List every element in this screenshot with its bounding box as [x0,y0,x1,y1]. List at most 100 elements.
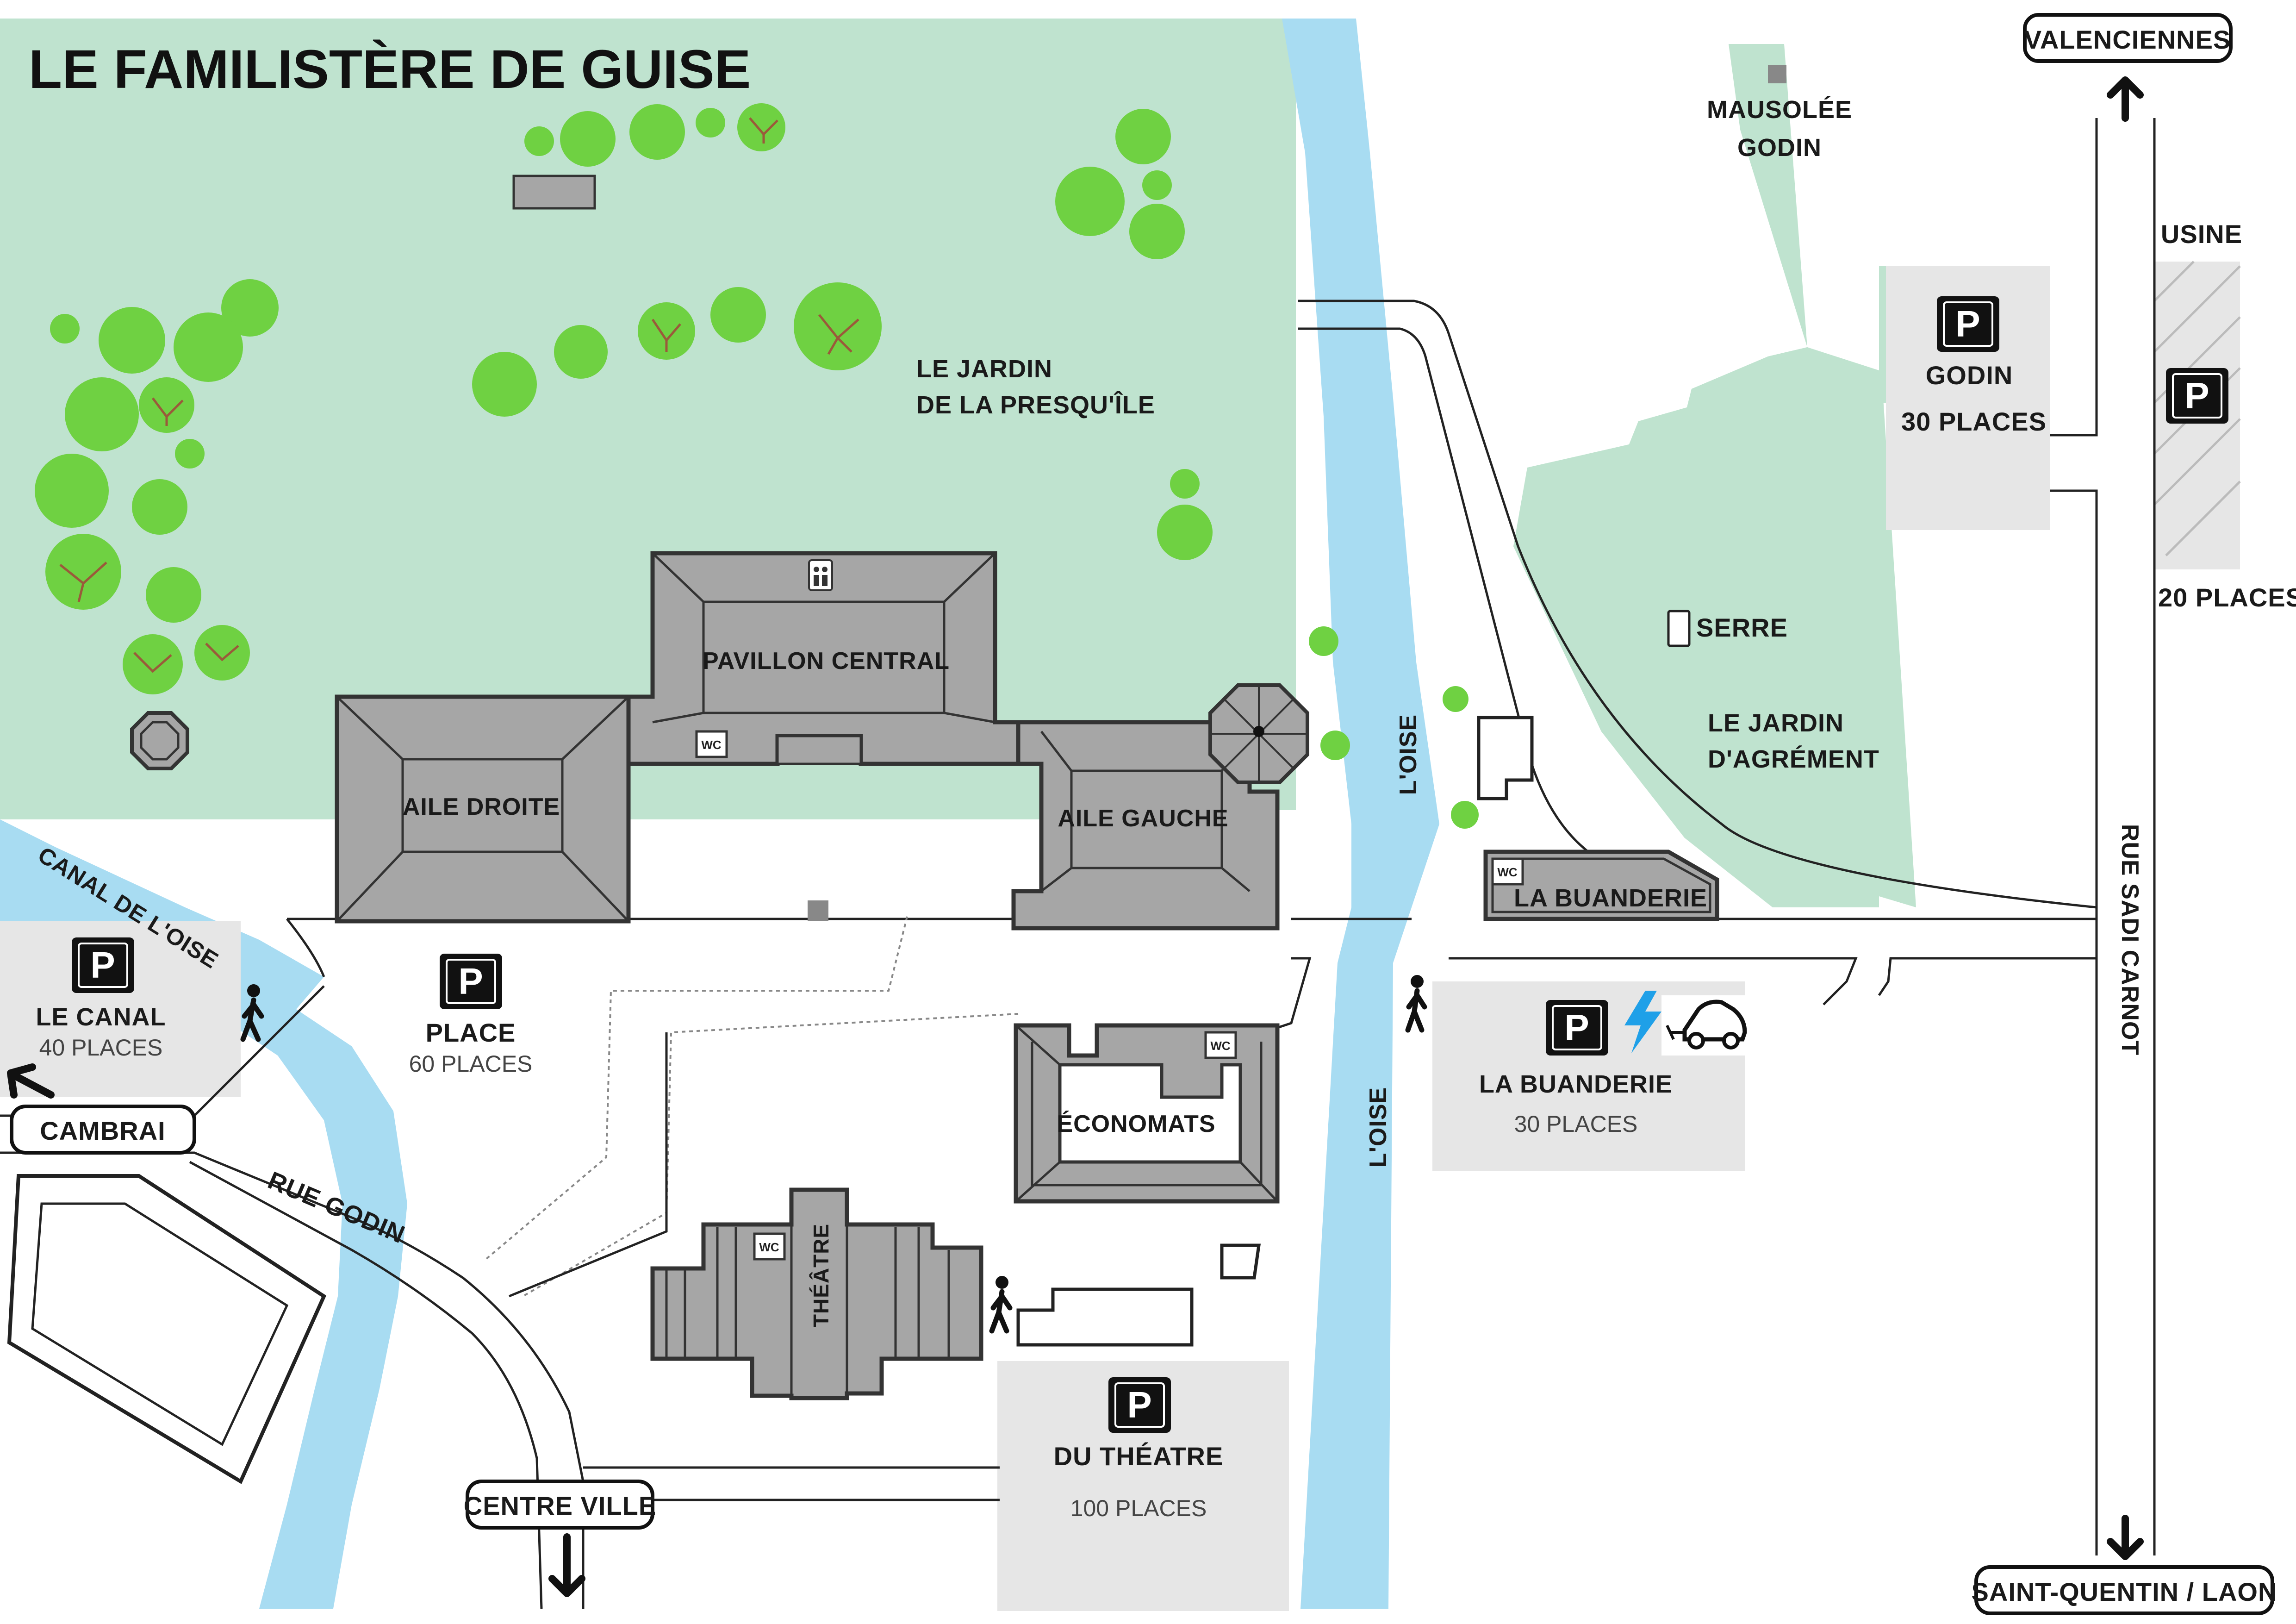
tree [132,479,187,535]
tree [1309,626,1338,656]
building-economats [1014,1023,1280,1204]
label-oise-bottom: L'OISE [1365,1087,1392,1168]
parking-name-place: PLACE [426,1018,516,1047]
tree [629,104,685,160]
label-oise-top: L'OISE [1395,714,1422,795]
kiosk [130,711,189,770]
tree [35,454,109,528]
tree [638,302,695,360]
svg-text:P: P [2184,375,2209,416]
tree [65,377,139,451]
river-oise [1282,19,1439,1609]
tree [1129,204,1185,259]
label-serre: SERRE [1696,613,1788,642]
building-theatre [650,1187,983,1400]
building-cambrai-block [7,1174,327,1484]
pedestrian-icon [240,984,264,1042]
outbuilding-long [1016,1287,1194,1347]
label-economats: ÉCONOMATS [1057,1111,1215,1137]
tree [194,625,250,681]
label-rue-sadi-carnot: RUE SADI CARNOT [2116,824,2143,1056]
tree [1115,109,1171,164]
park-shelter [512,175,596,210]
parking-places-usine: 20 PLACES [2158,583,2296,612]
parking-name-canal: LE CANAL [36,1003,166,1031]
direction-centre-ville: CENTRE VILLE [464,1480,656,1530]
label-buanderie-building: LA BUANDERIE [1514,884,1707,912]
building-pavillon-central [626,551,1020,766]
tree [1055,167,1125,236]
mausolee-marker [1768,65,1786,83]
pedestrian-icon [1405,975,1427,1033]
tree [560,111,616,167]
direction-saint-quentin: SAINT-QUENTIN / LAON [1972,1565,2277,1615]
label-usine: USINE [2161,219,2242,249]
tree [99,307,165,374]
label-aile-droite: AILE DROITE [403,793,560,820]
pedestrian-icon [989,1276,1013,1334]
svg-text:VALENCIENNES: VALENCIENNES [2024,25,2231,54]
tree [139,377,194,433]
parking-symbol-theatre: P [1108,1377,1171,1433]
tree [710,287,766,343]
tree [472,352,537,417]
tree [1443,686,1468,712]
svg-text:P: P [1564,1007,1589,1048]
trees [35,103,1479,829]
arrow-icon [2107,1515,2144,1560]
octagonal-tower [1208,683,1309,784]
arrow-icon [2107,76,2144,122]
serre-marker [1667,610,1691,647]
parking-name-godin: GODIN [1926,361,2013,390]
place-marker [808,900,828,921]
arrow-icon [548,1533,585,1597]
wc-badge-theatre: WC [753,1232,786,1261]
tree [45,534,121,610]
parking-places-place: 60 PLACES [409,1051,533,1077]
toilets-icon [808,559,833,591]
tree [50,314,80,344]
parking-places-buanderie: 30 PLACES [1514,1111,1638,1137]
tree [1451,801,1479,829]
tree [1142,170,1172,200]
tree-branches [59,117,859,673]
building-buanderie [1483,849,1719,921]
svg-text:SAINT-QUENTIN / LAON: SAINT-QUENTIN / LAON [1972,1577,2277,1606]
tree [123,634,183,694]
tree [1320,731,1350,760]
outbuilding-small [1220,1243,1261,1280]
svg-text:CENTRE VILLE: CENTRE VILLE [464,1491,656,1520]
wc-badge-economats: WC [1204,1031,1237,1059]
electric-car-icon [1661,995,1749,1056]
label-theatre: THÉÂTRE [809,1224,833,1327]
svg-text:P: P [1955,303,1980,344]
direction-cambrai: CAMBRAI [10,1105,196,1155]
canal-oise [0,819,407,1609]
parking-symbol-usine: P [2166,368,2228,424]
svg-text:CAMBRAI: CAMBRAI [40,1116,165,1145]
parking-name-theatre: DU THÉATRE [1054,1442,1224,1471]
tree [524,126,554,156]
parking-symbol-buanderie: P [1546,1000,1608,1056]
building-aile-droite [335,694,631,924]
tree [175,439,205,468]
parking-symbol-godin: P [1937,296,1999,352]
tree [696,108,725,137]
svg-text:P: P [90,944,115,986]
svg-text:P: P [1127,1384,1151,1425]
page-title: LE FAMILISTÈRE DE GUISE [29,39,751,100]
parking-symbol-canal: P [72,937,134,993]
parking-places-godin: 30 PLACES [1901,407,2047,436]
tree [737,103,785,151]
tree [794,282,882,370]
building-aile-gauche [1011,720,1280,931]
parking-symbol-place: P [440,954,502,1009]
svg-text:WC: WC [759,1240,779,1254]
park-jardin-agrement [1513,347,1879,907]
tree [146,567,201,623]
tree [1157,505,1213,560]
label-pavillon-central: PAVILLON CENTRAL [703,648,950,675]
